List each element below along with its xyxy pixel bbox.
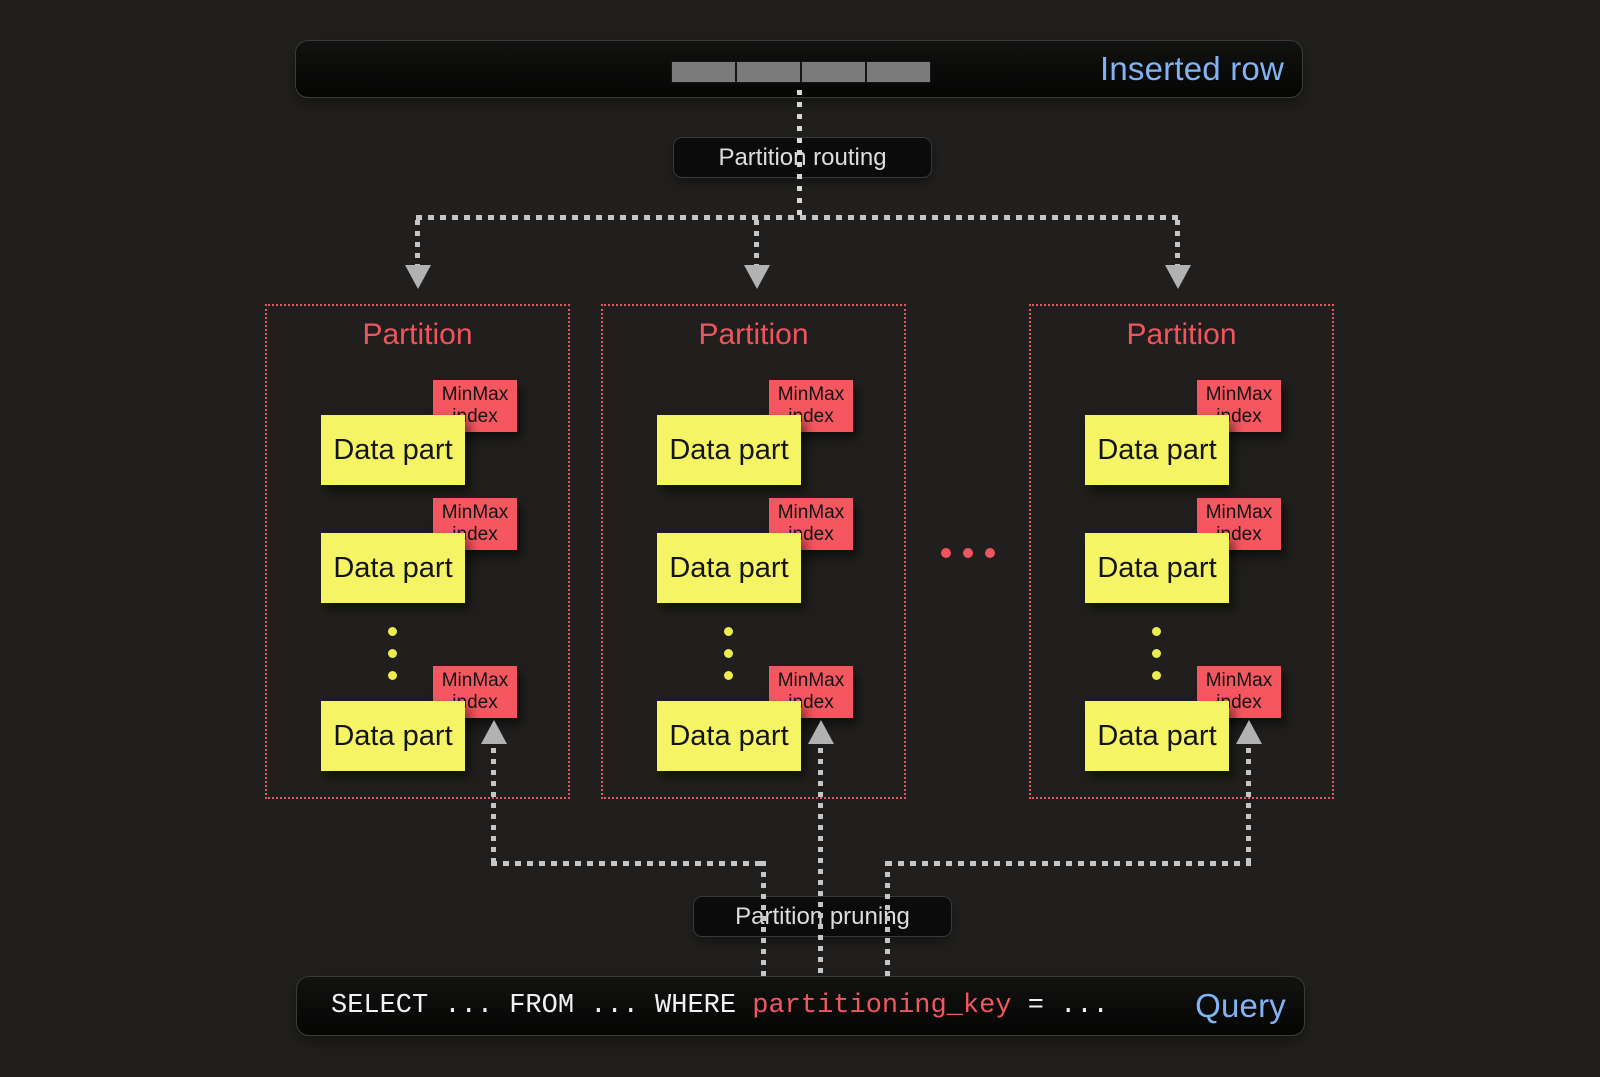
more-parts-dot <box>724 671 733 680</box>
ellipsis-dot <box>985 548 995 558</box>
query-prefix: SELECT ... FROM ... WHERE <box>331 991 753 1021</box>
more-parts-dot <box>388 671 397 680</box>
partition-box: Partition MinMax index Data part MinMax … <box>601 304 906 799</box>
down-arrowhead-2 <box>744 265 770 289</box>
data-part-box: Data part <box>321 533 465 603</box>
branch-horizontal-line <box>416 215 1181 220</box>
more-partitions-ellipsis <box>941 548 995 558</box>
more-parts-dot <box>1152 627 1161 636</box>
up-arrowhead-2 <box>808 720 834 744</box>
row-segment-cell <box>737 62 800 82</box>
more-parts-dot <box>724 627 733 636</box>
pruning-line-up-1 <box>491 748 496 864</box>
minmax-index-badge: MinMax index <box>1197 498 1281 550</box>
more-parts-dots <box>724 627 733 680</box>
partition-box: Partition MinMax index Data part MinMax … <box>1029 304 1334 799</box>
partition-title: Partition <box>698 318 809 351</box>
query-suffix: = ... <box>1011 991 1109 1021</box>
pruning-line-down-left <box>761 861 766 976</box>
ellipsis-dot <box>963 548 973 558</box>
partition-routing-text: Partition routing <box>718 143 887 171</box>
partition-routing-label: Partition routing <box>673 137 932 178</box>
data-part-box: Data part <box>321 701 465 771</box>
inserted-row-bar: Inserted row <box>295 40 1303 98</box>
partition-title: Partition <box>1126 318 1237 351</box>
inserted-row-label: Inserted row <box>1100 50 1284 87</box>
branch-drop-3 <box>1175 220 1180 265</box>
up-arrowhead-1 <box>481 720 507 744</box>
down-arrowhead-3 <box>1165 265 1191 289</box>
inserted-row-segments <box>671 61 931 83</box>
query-text: SELECT ... FROM ... WHERE partitioning_k… <box>331 991 1109 1021</box>
data-part-box: Data part <box>1085 415 1229 485</box>
more-parts-dot <box>1152 671 1161 680</box>
pruning-horizontal-right <box>886 861 1251 866</box>
row-segment-cell <box>802 62 865 82</box>
more-parts-dot <box>388 649 397 658</box>
routing-feeder-line <box>797 90 802 218</box>
more-parts-dot <box>1152 649 1161 658</box>
data-part-box: Data part <box>321 415 465 485</box>
partition-title: Partition <box>362 318 473 351</box>
data-part-box: Data part <box>1085 701 1229 771</box>
pruning-line-middle <box>818 748 823 976</box>
partition-box: Partition MinMax index Data part MinMax … <box>265 304 570 799</box>
branch-drop-1 <box>415 220 420 265</box>
query-label: Query <box>1195 987 1286 1024</box>
row-segment-cell <box>672 62 735 82</box>
pruning-horizontal-left <box>491 861 766 866</box>
more-parts-dots <box>1152 627 1161 680</box>
branch-drop-2 <box>754 220 759 265</box>
data-part-box: Data part <box>657 415 801 485</box>
data-part-box: Data part <box>657 533 801 603</box>
pruning-line-down-right <box>885 861 890 976</box>
query-partitioning-key: partitioning_key <box>752 991 1012 1021</box>
query-bar: SELECT ... FROM ... WHERE partitioning_k… <box>296 976 1305 1036</box>
minmax-index-badge: MinMax index <box>1197 380 1281 432</box>
more-parts-dot <box>724 649 733 658</box>
ellipsis-dot <box>941 548 951 558</box>
down-arrowhead-1 <box>405 265 431 289</box>
data-part-box: Data part <box>657 701 801 771</box>
up-arrowhead-3 <box>1236 720 1262 744</box>
data-part-box: Data part <box>1085 533 1229 603</box>
pruning-line-up-3 <box>1246 748 1251 864</box>
more-parts-dot <box>388 627 397 636</box>
row-segment-cell <box>867 62 930 82</box>
more-parts-dots <box>388 627 397 680</box>
